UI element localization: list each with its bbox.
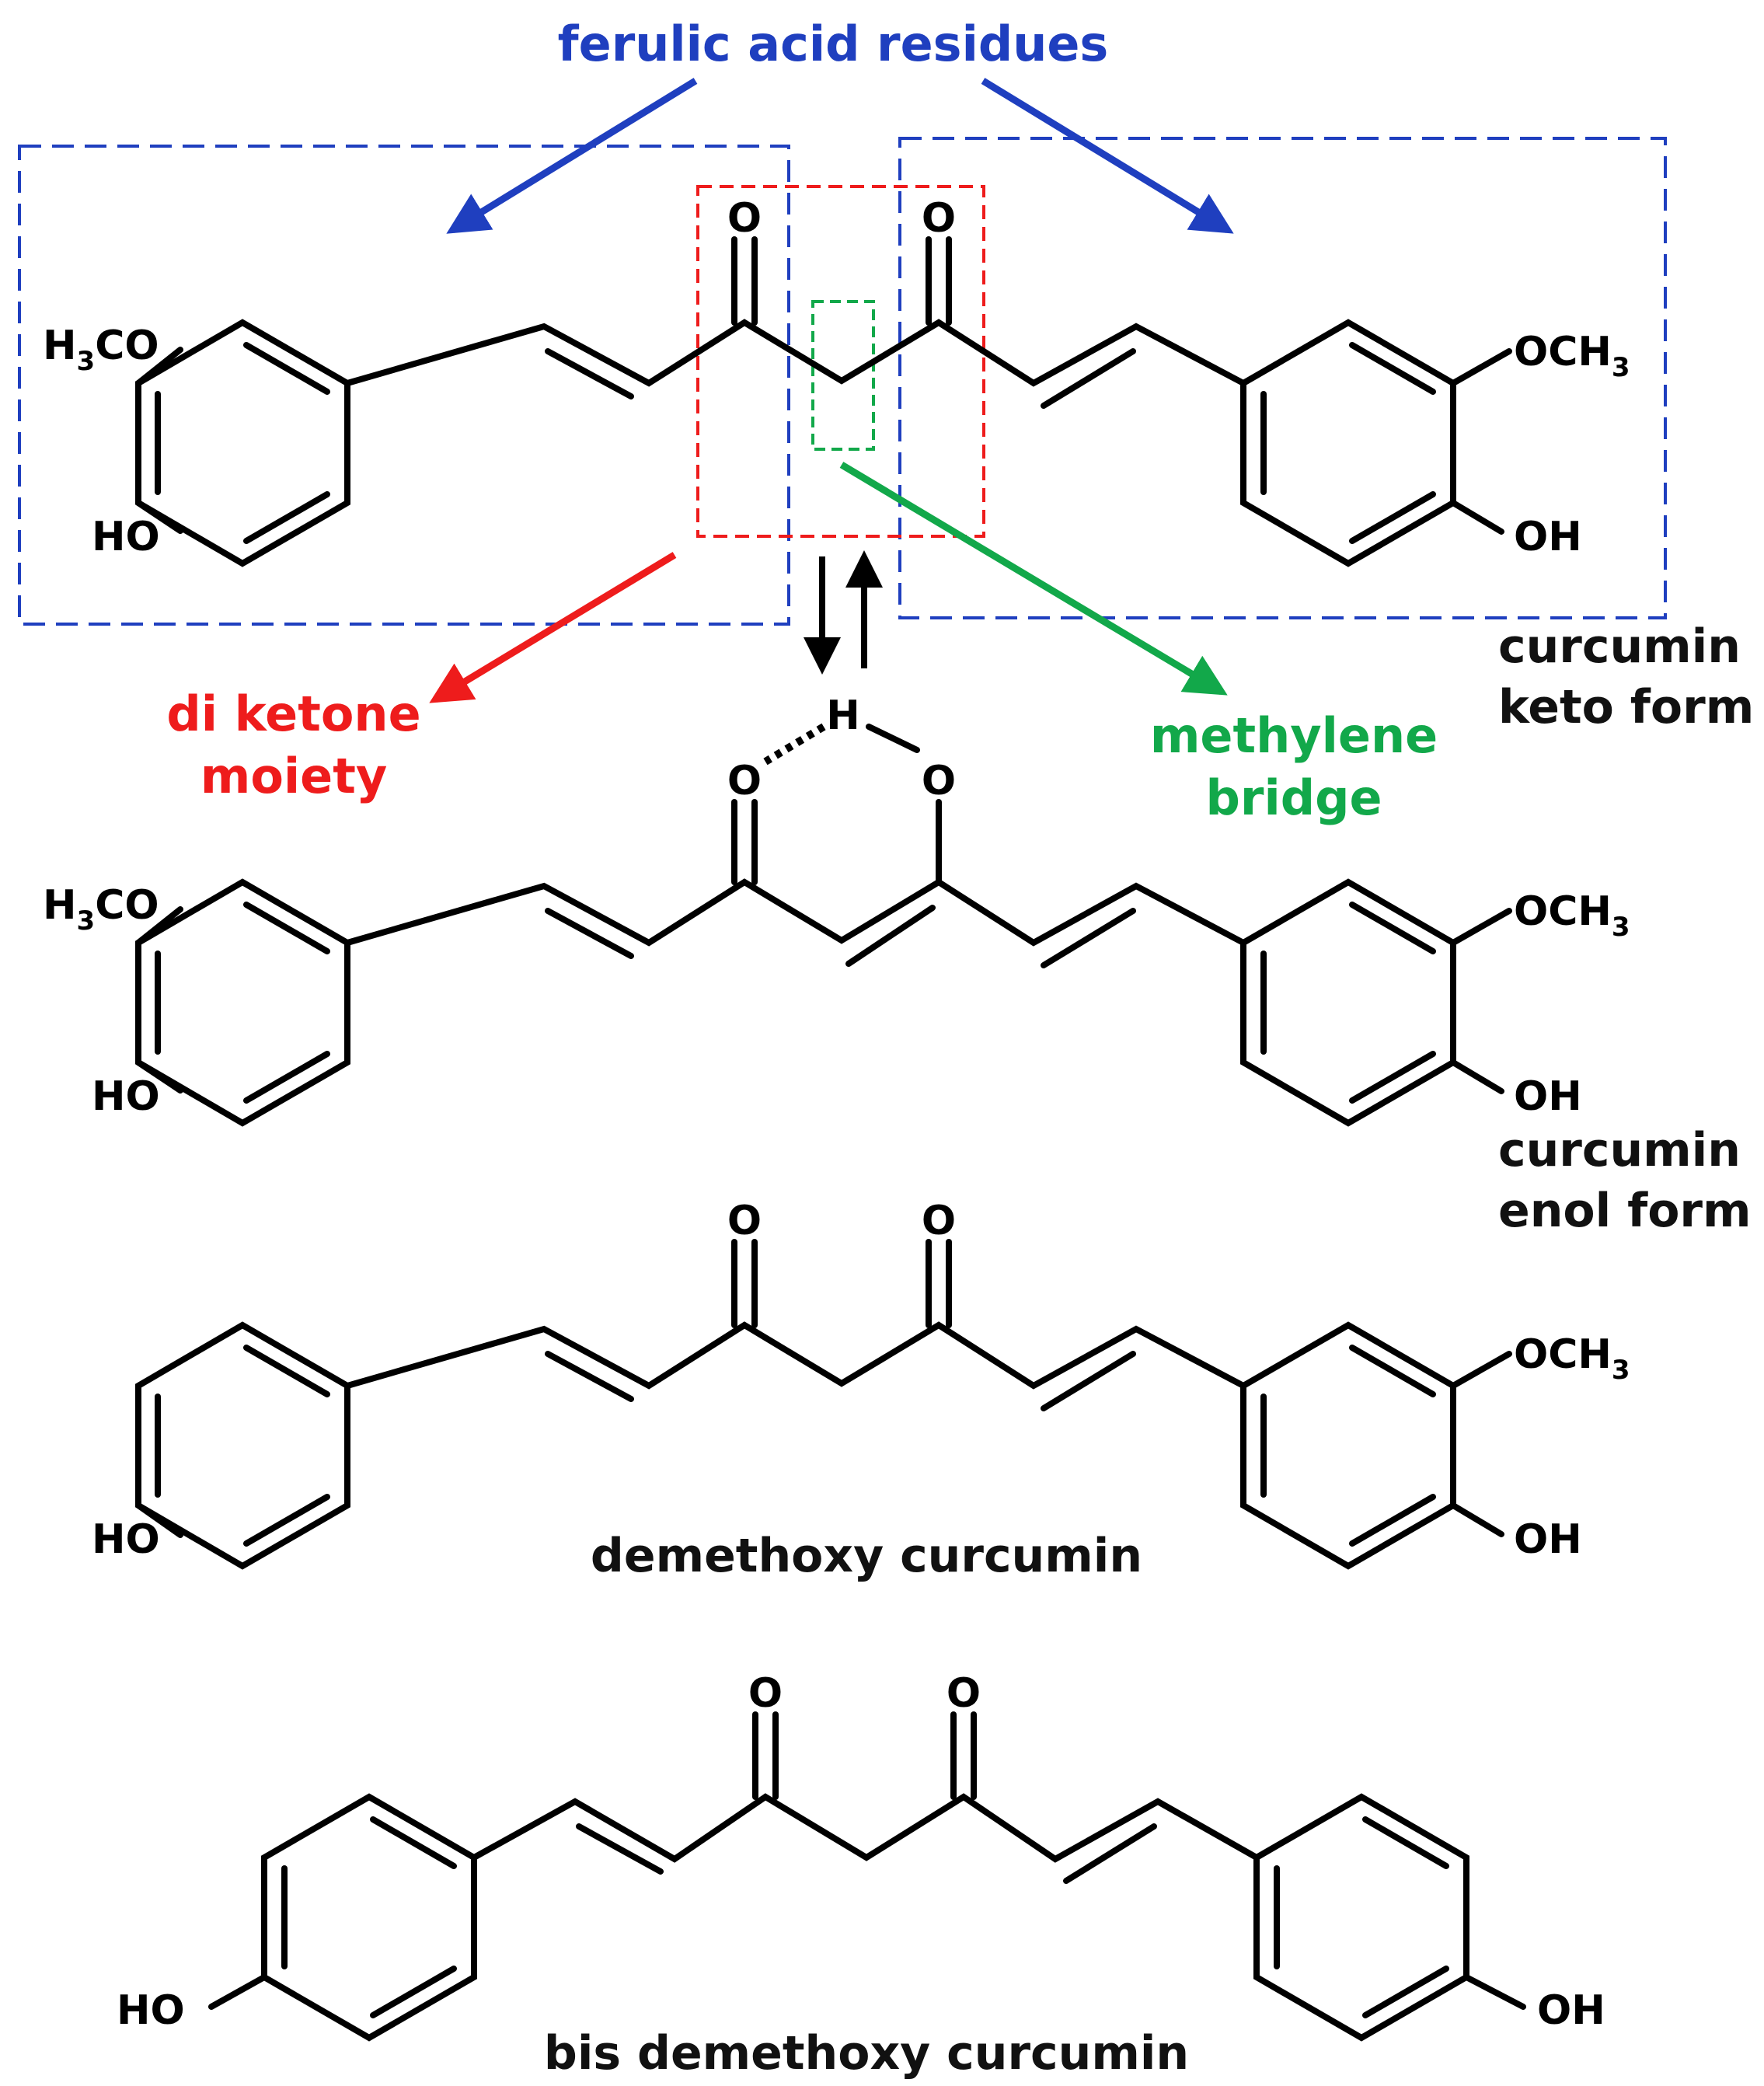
atom-label-o-right: O (946, 1670, 981, 1717)
atom-label-ho: HO (117, 1987, 185, 2034)
caption-enol-line1: curcumin (1498, 1123, 1741, 1177)
caption-keto-line1: curcumin (1498, 619, 1741, 674)
molecule-demethoxy-curcumin: O O HO OCH3 OH demethoxy curcumin (92, 1198, 1630, 1583)
atom-label-o-right: O (922, 758, 956, 804)
molecule-bis-demethoxy-curcumin: O O HO OH bis demethoxy curcumin (117, 1670, 1605, 2081)
atom-label-o-right: O (922, 1198, 956, 1244)
atom-label-o-left: O (727, 758, 762, 804)
atom-label-ho: HO (92, 1073, 160, 1120)
atom-label-och3: OCH3 (1514, 1331, 1630, 1386)
diketone-box (696, 185, 985, 538)
methylene-arrow (839, 462, 1228, 696)
diketone-label-line1: di ketone (166, 685, 420, 742)
atom-label-h3co: H3CO (43, 323, 159, 377)
atom-label-h: H (826, 692, 860, 739)
ferulic-arrow-right (981, 78, 1234, 234)
atom-label-oh: OH (1537, 1987, 1605, 2034)
caption-bis-demethoxy: bis demethoxy curcumin (544, 2026, 1189, 2081)
atom-label-o-left: O (727, 1198, 762, 1244)
atom-label-oh: OH (1514, 1073, 1582, 1120)
atom-label-o-left: O (727, 195, 762, 242)
atom-label-oh: OH (1514, 514, 1582, 560)
atom-label-ho: HO (92, 1516, 160, 1563)
molecule-curcumin-keto: O O H3CO HO OCH3 OH curcumin keto form (43, 195, 1754, 734)
caption-demethoxy: demethoxy curcumin (591, 1529, 1142, 1583)
atom-label-ho: HO (92, 514, 160, 560)
diketone-label-line2: moiety (200, 748, 388, 804)
atom-label-o-left: O (748, 1670, 783, 1717)
annotation-group: ferulic acid residues di ketone moiety m… (18, 16, 1667, 826)
ferulic-arrow-left (446, 78, 698, 234)
atom-label-och3: OCH3 (1514, 329, 1630, 383)
ferulic-acid-label: ferulic acid residues (558, 16, 1109, 72)
atom-label-o-right: O (922, 195, 956, 242)
methylene-label-line2: bridge (1205, 769, 1382, 826)
caption-keto-line2: keto form (1498, 680, 1754, 734)
methylene-box (811, 300, 875, 451)
methylene-label-line1: methylene (1150, 707, 1438, 764)
ferulic-box-left (18, 145, 790, 626)
diketone-arrow (429, 552, 677, 703)
molecule-curcumin-enol: H O O H3CO HO OCH3 OH curcumin enol form (43, 692, 1752, 1238)
caption-enol-line2: enol form (1498, 1184, 1752, 1238)
atom-label-oh: OH (1514, 1516, 1582, 1563)
atom-label-och3: OCH3 (1514, 888, 1630, 943)
atom-label-h3co: H3CO (43, 882, 159, 937)
